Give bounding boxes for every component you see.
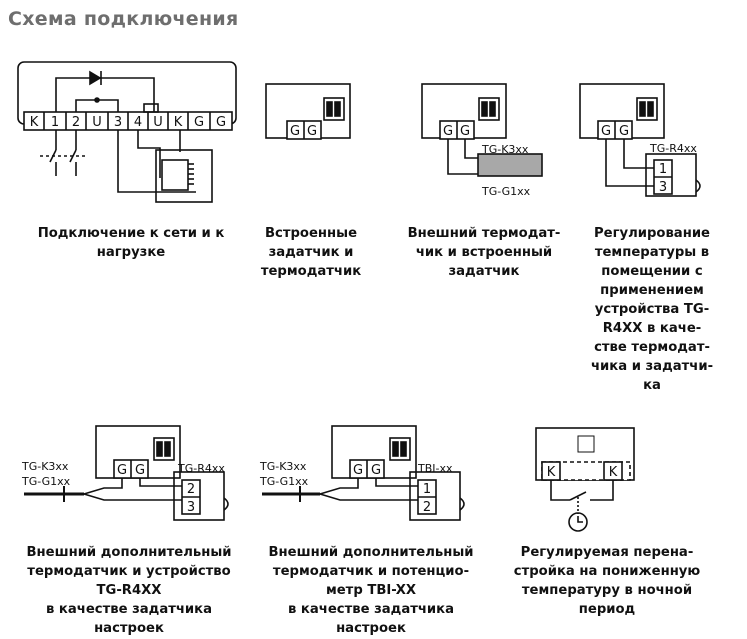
- device-label-tg-g1: TG-G1xx: [259, 475, 309, 488]
- terminal-labels: K 1 2 U 3 4 U K G G G G G G G G G G G G …: [30, 115, 667, 515]
- pin-label: 2: [423, 500, 431, 515]
- terminal-label: 4: [134, 115, 142, 130]
- pin-label: 3: [659, 180, 667, 195]
- diagram-builtin: [265, 83, 351, 140]
- terminal-label: 3: [114, 115, 122, 130]
- device-label-tg-k3: TG-K3xx: [259, 460, 307, 473]
- terminal-label: G: [194, 115, 204, 130]
- device-label-tg-g1: TG-G1xx: [21, 475, 71, 488]
- pin-label: 2: [187, 482, 195, 497]
- terminal-label: U: [92, 115, 102, 130]
- pin-label: 1: [659, 162, 667, 177]
- diagram-external-sensor: [421, 83, 543, 177]
- diagram-external-tbi: [262, 425, 465, 521]
- caption-night-setback: Регулируемая перена-стройка на пониженну…: [513, 545, 701, 617]
- terminal-label: G: [290, 124, 300, 139]
- pin-label: 1: [423, 482, 431, 497]
- device-label-tg-k3: TG-K3xx: [481, 143, 529, 156]
- terminal-label: G: [371, 463, 381, 478]
- terminal-label: K: [174, 115, 183, 130]
- terminal-label: K: [30, 115, 39, 130]
- terminal-label: G: [460, 124, 470, 139]
- terminal-label: U: [153, 115, 163, 130]
- terminal-label: G: [216, 115, 226, 130]
- terminal-label: G: [353, 463, 363, 478]
- device-labels: TG-K3xx TG-G1xx TG-R4xx TG-K3xx TG-G1xx …: [21, 142, 697, 488]
- device-label-tg-g1: TG-G1xx: [481, 185, 531, 198]
- terminal-label: G: [601, 124, 611, 139]
- device-label-tg-r4: TG-R4xx: [649, 142, 697, 155]
- device-label-tg-k3: TG-K3xx: [21, 460, 69, 473]
- device-label-tbi: TBI-xx: [417, 462, 453, 475]
- terminal-label: 1: [51, 115, 59, 130]
- terminal-label: K: [547, 465, 556, 480]
- terminal-label: G: [443, 124, 453, 139]
- terminal-label: G: [117, 463, 127, 478]
- terminal-label: G: [135, 463, 145, 478]
- terminal-label: K: [609, 465, 618, 480]
- terminal-label: G: [619, 124, 629, 139]
- diagram-night-setback: [535, 427, 635, 532]
- terminal-label: 2: [72, 115, 80, 130]
- page-title: Схема подключения: [8, 8, 239, 30]
- device-label-tg-r4: TG-R4xx: [177, 462, 225, 475]
- diagram-mains-load: [17, 61, 237, 203]
- terminal-label: G: [307, 124, 317, 139]
- diagram-external-r4: [24, 425, 229, 521]
- pin-label: 3: [187, 500, 195, 515]
- diagram-r4-sensor-setpoint: [579, 83, 701, 197]
